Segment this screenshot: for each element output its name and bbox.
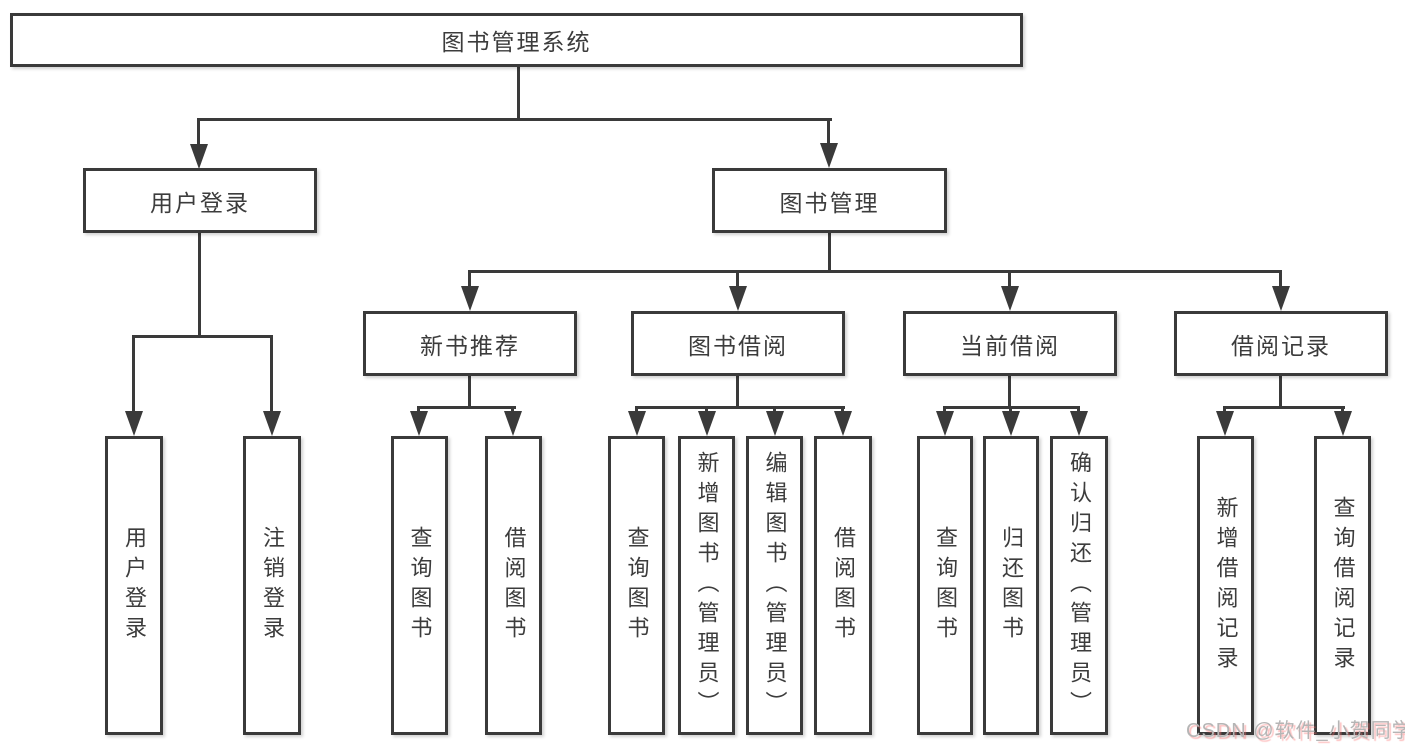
connector-line bbox=[468, 270, 1282, 273]
node-label: 新书推荐 bbox=[420, 332, 520, 359]
leaf-label: 查询借阅记录 bbox=[1330, 495, 1356, 676]
node-label: 图书管理系统 bbox=[441, 29, 592, 55]
connector-line bbox=[132, 337, 135, 413]
arrowhead-icon bbox=[190, 144, 208, 169]
connector-line bbox=[468, 272, 471, 288]
connector-line bbox=[1223, 406, 1345, 409]
node-library-management-system: 图书管理系统 bbox=[10, 13, 1023, 67]
leaf-label: 查询图书 bbox=[933, 525, 958, 646]
leaf-label: 归还图书 bbox=[999, 525, 1024, 646]
connector-line bbox=[198, 233, 201, 337]
leaf-label: 借阅图书 bbox=[501, 525, 527, 646]
arrowhead-icon bbox=[1334, 411, 1352, 436]
arrowhead-icon bbox=[628, 411, 646, 436]
leaf-label: 借阅图书 bbox=[831, 525, 856, 646]
leaf-borrow-books-recommend: 借阅图书 bbox=[485, 436, 542, 735]
leaf-logout: 注销登录 bbox=[243, 436, 301, 735]
arrowhead-icon bbox=[1002, 411, 1020, 436]
node-book-borrowing: 图书借阅 bbox=[631, 311, 845, 376]
leaf-add-book-admin: 新增图书（管理员） bbox=[678, 436, 735, 735]
leaf-borrow-books-borrow: 借阅图书 bbox=[814, 436, 872, 735]
node-label: 用户登录 bbox=[150, 189, 250, 216]
arrowhead-icon bbox=[1001, 286, 1019, 311]
arrowhead-icon bbox=[766, 411, 784, 436]
leaf-label: 新增图书（管理员） bbox=[694, 450, 720, 721]
connector-line bbox=[635, 406, 845, 409]
leaf-confirm-return-admin: 确认归还（管理员） bbox=[1050, 436, 1108, 735]
connector-line bbox=[736, 376, 739, 408]
arrowhead-icon bbox=[1216, 411, 1234, 436]
leaf-label: 确认归还（管理员） bbox=[1067, 450, 1092, 721]
leaf-edit-book-admin: 编辑图书（管理员） bbox=[746, 436, 803, 735]
arrowhead-icon bbox=[820, 143, 838, 168]
arrowhead-icon bbox=[834, 411, 852, 436]
leaf-query-books-recommend: 查询图书 bbox=[391, 436, 448, 735]
arrowhead-icon bbox=[1272, 286, 1290, 311]
arrowhead-icon bbox=[125, 411, 143, 436]
leaf-user-login: 用户登录 bbox=[105, 436, 163, 735]
connector-line bbox=[197, 118, 832, 121]
leaf-label: 用户登录 bbox=[122, 525, 147, 646]
connector-line bbox=[943, 406, 1080, 409]
arrowhead-icon bbox=[1070, 411, 1088, 436]
node-book-management: 图书管理 bbox=[712, 168, 947, 233]
leaf-query-borrow-record: 查询借阅记录 bbox=[1314, 436, 1371, 735]
arrowhead-icon bbox=[936, 411, 954, 436]
connector-line bbox=[1279, 376, 1282, 408]
connector-line bbox=[417, 406, 516, 409]
arrowhead-icon bbox=[698, 411, 716, 436]
connector-line bbox=[132, 335, 273, 338]
node-label: 借阅记录 bbox=[1231, 332, 1331, 359]
leaf-label: 查询图书 bbox=[624, 525, 650, 646]
node-label: 当前借阅 bbox=[960, 332, 1060, 359]
connector-line bbox=[1279, 272, 1282, 288]
leaf-label: 编辑图书（管理员） bbox=[762, 450, 788, 721]
node-new-book-recommendation: 新书推荐 bbox=[363, 311, 577, 376]
connector-line bbox=[827, 120, 830, 146]
connector-line bbox=[517, 66, 520, 120]
leaf-label: 新增借阅记录 bbox=[1213, 495, 1239, 676]
node-borrowing-records: 借阅记录 bbox=[1174, 311, 1388, 376]
arrowhead-icon bbox=[410, 411, 428, 436]
leaf-query-books-current: 查询图书 bbox=[917, 436, 973, 735]
leaf-return-books: 归还图书 bbox=[983, 436, 1039, 735]
leaf-add-borrow-record: 新增借阅记录 bbox=[1197, 436, 1254, 735]
arrowhead-icon bbox=[263, 411, 281, 436]
connector-line bbox=[197, 120, 200, 146]
arrowhead-icon bbox=[504, 411, 522, 436]
watermark: CSDN @软件_小贺同学 bbox=[1186, 720, 1405, 742]
connector-line bbox=[270, 337, 273, 413]
leaf-query-books-borrow: 查询图书 bbox=[608, 436, 665, 735]
connector-line bbox=[1008, 272, 1011, 288]
connector-line bbox=[828, 233, 831, 272]
node-label: 图书借阅 bbox=[688, 332, 788, 359]
connector-line bbox=[468, 376, 471, 408]
node-label: 图书管理 bbox=[779, 189, 880, 216]
leaf-label: 注销登录 bbox=[260, 525, 285, 646]
node-current-borrowing: 当前借阅 bbox=[903, 311, 1117, 376]
arrowhead-icon bbox=[729, 286, 747, 311]
connector-line bbox=[1008, 376, 1011, 408]
leaf-label: 查询图书 bbox=[407, 525, 433, 646]
connector-line bbox=[736, 272, 739, 288]
arrowhead-icon bbox=[461, 286, 479, 311]
node-user-login: 用户登录 bbox=[83, 168, 317, 233]
